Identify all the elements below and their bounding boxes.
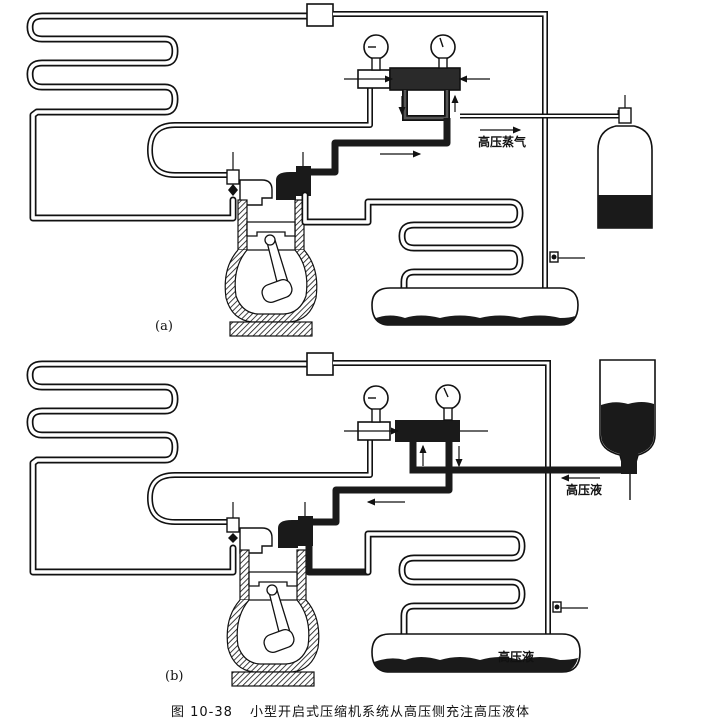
receiver-label-high-pressure-liquid: 高压液: [498, 649, 534, 664]
panel-b: 高压液 高压: [26, 352, 656, 687]
low-pressure-gauge: [363, 34, 389, 71]
manifold-gauge-set: [344, 34, 490, 121]
suction-service-valve: [226, 169, 240, 185]
flow-label-high-pressure-liquid: 高压液: [566, 482, 602, 497]
panel-label-a: (a): [155, 319, 173, 334]
panel-a: 高压蒸气: [26, 3, 653, 337]
flow-label-high-pressure-vapor: 高压蒸气: [478, 134, 526, 149]
discharge-line: [305, 118, 451, 176]
high-pressure-gauge: [435, 384, 461, 421]
charging-cylinder: [597, 95, 653, 229]
receiver: 高压液: [371, 633, 581, 673]
receiver: [371, 287, 579, 326]
figure-number: 图 10-38: [170, 705, 233, 720]
discharge-service-valve: [296, 166, 311, 196]
manifold-gauge-set: [306, 384, 634, 526]
figure-caption: 图 10-38 小型开启式压缩机系统从高压侧充注高压液体: [0, 701, 701, 720]
compressor: [226, 502, 320, 687]
compressor: [224, 152, 318, 337]
low-pressure-gauge: [363, 385, 389, 423]
filter-drier: [306, 352, 334, 376]
suction-service-valve: [226, 517, 240, 533]
discharge-service-valve: [298, 516, 313, 546]
charging-cylinder: [599, 359, 656, 500]
high-pressure-gauge: [430, 34, 456, 69]
panel-label-b: (b): [165, 669, 183, 684]
filter-drier: [306, 3, 334, 27]
figure-title: 小型开启式压缩机系统从高压侧充注高压液体: [250, 705, 531, 720]
